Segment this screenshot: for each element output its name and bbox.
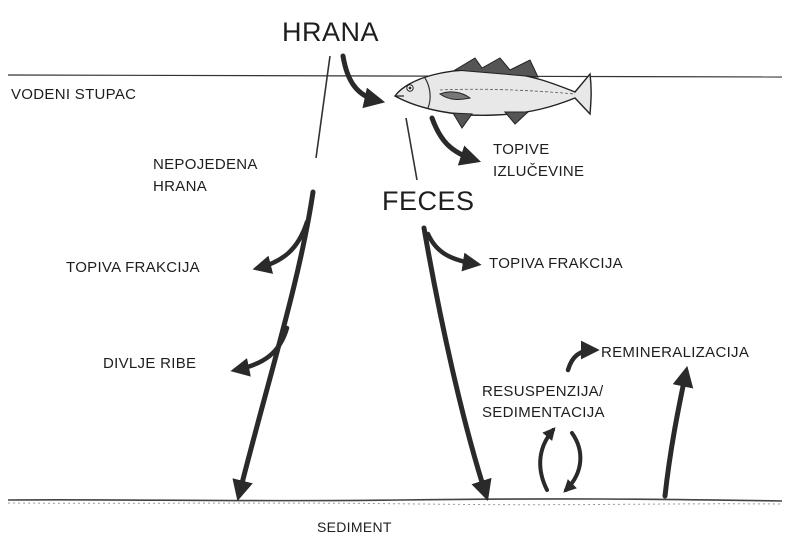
label-hrana: HRANA [282, 17, 379, 47]
label-izlucevine: IZLUČEVINE [493, 162, 584, 181]
label-sediment: SEDIMENT [317, 518, 392, 537]
feces-down-arrow [424, 228, 486, 495]
excretion-arrow [432, 118, 475, 160]
label-divlje-ribe: DIVLJE RIBE [103, 354, 196, 373]
feces-line [406, 118, 417, 180]
water-surface-line [8, 75, 782, 77]
label-topive: TOPIVE [493, 140, 550, 159]
label-feces: FECES [382, 186, 475, 216]
remineralization-curl-arrow [568, 350, 594, 370]
label-remineralizacija: REMINERALIZACIJA [601, 343, 749, 362]
label-resuspenzija: RESUSPENZIJA/ [482, 382, 603, 401]
feed-to-fish-arrow [343, 56, 379, 101]
label-sedimentacija: SEDIMENTACIJA [482, 403, 605, 422]
label-nepojedena-hrana: HRANA [153, 177, 207, 196]
sediment-surface [8, 499, 782, 505]
label-nepojedena: NEPOJEDENA [153, 155, 258, 174]
remineralization-up-arrow [665, 372, 686, 496]
topiva-right-arrow [428, 234, 476, 264]
label-topiva-frakcija-right: TOPIVA FRAKCIJA [489, 254, 623, 273]
label-topiva-frakcija-left: TOPIVA FRAKCIJA [66, 258, 200, 277]
sedimentation-down-arrow [566, 433, 580, 490]
fish-icon [395, 58, 591, 128]
resuspension-up-arrow [540, 430, 553, 490]
feed-line-left [316, 56, 330, 158]
label-vodeni-stupac: VODENI STUPAC [11, 85, 136, 104]
